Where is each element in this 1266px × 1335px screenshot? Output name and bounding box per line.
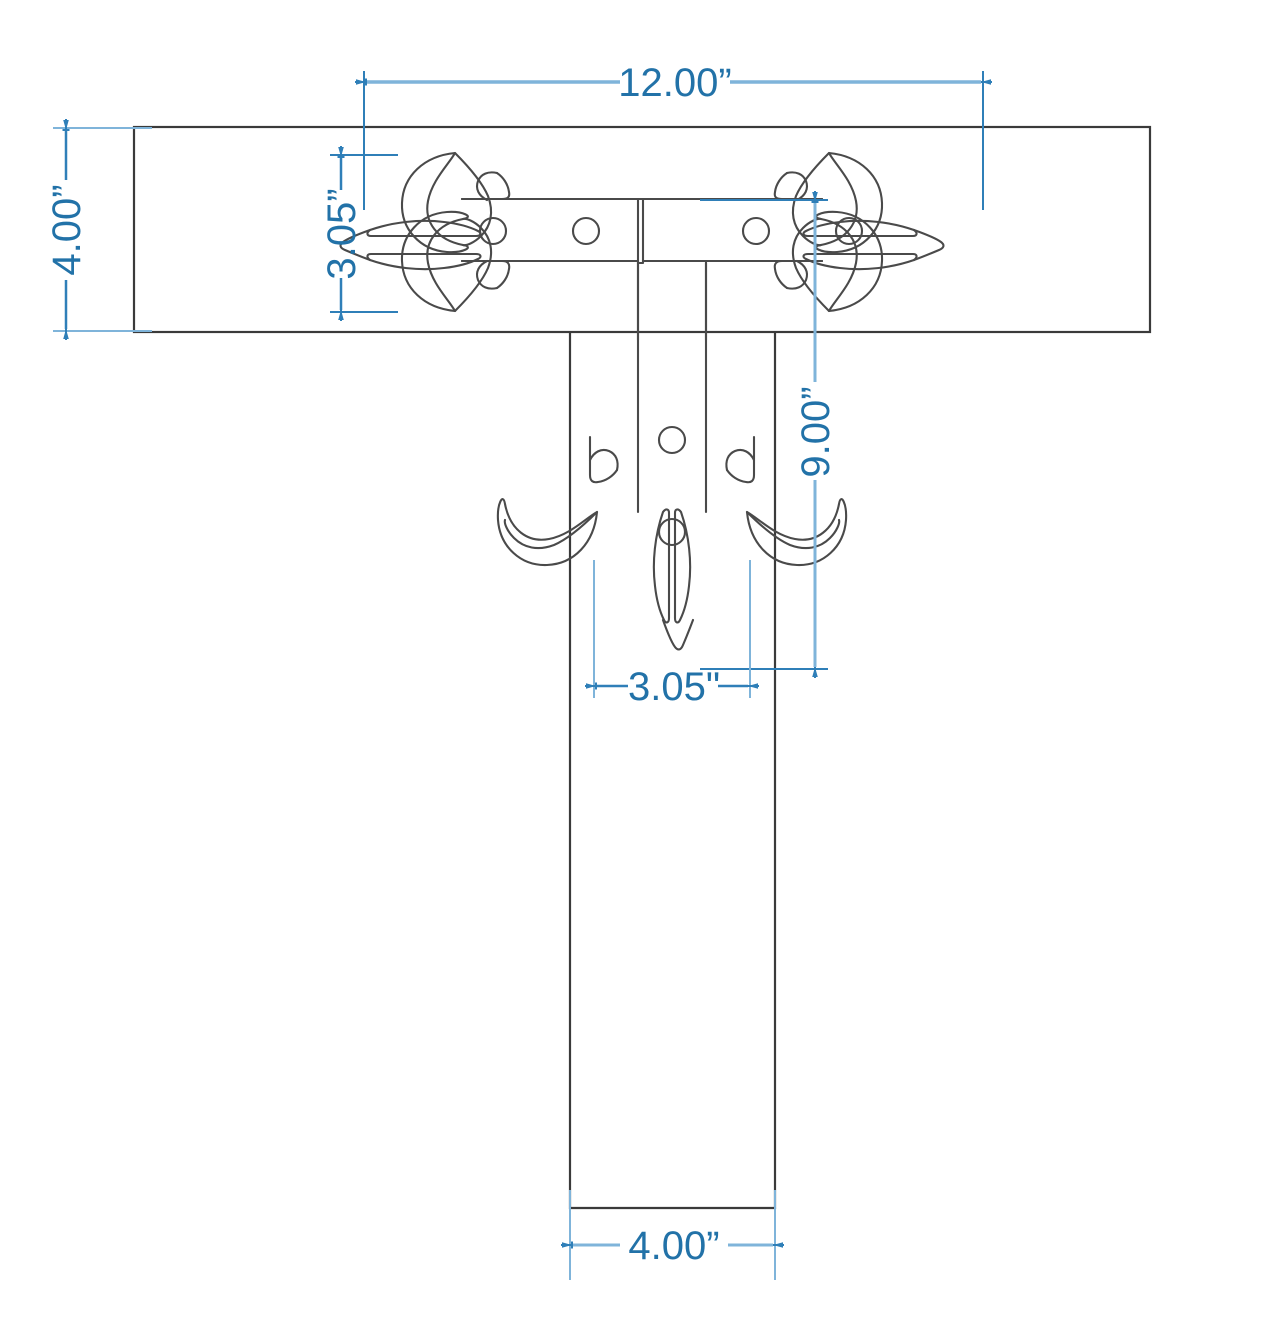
- ornament-right-spear-leaf-lower: [912, 228, 945, 262]
- hole-4: [834, 216, 864, 246]
- ornament-bottom-right-inner-hook: [725, 435, 756, 484]
- ornament-left-lower-inner-hook: [460, 259, 511, 290]
- ornament-bottom-spear-tip: [661, 618, 695, 651]
- fleur-de-lis-ornament-left: [339, 151, 511, 313]
- ornament-left-spear-leaf: [366, 219, 482, 238]
- ornament-left-lower-hook: [453, 217, 493, 313]
- dimension-label-9: 9.00”: [794, 386, 838, 477]
- ornament-left-spear-leaf-lower: [339, 228, 372, 262]
- dimension-board-width-top: 12.00”: [355, 61, 992, 210]
- horizontal-board-outline: [132, 125, 1152, 334]
- dimension-label-305-height: 3.05”: [320, 188, 364, 279]
- dimension-label-305-width: 3.05": [628, 665, 720, 709]
- dimension-board-width-bottom: 4.00”: [561, 1190, 784, 1280]
- horizontal-strap-lower-right-edge: [704, 259, 824, 342]
- ornament-bottom-left-curl: [496, 498, 599, 567]
- strap-hinge-hardware: [339, 151, 945, 651]
- dimension-ornament-width-bottom: 3.05": [585, 560, 759, 709]
- ornament-right-lower-curl: [815, 210, 884, 313]
- ornament-right-upper-curl: [815, 151, 884, 254]
- ornament-left-upper-inner-hook: [460, 171, 511, 201]
- ornament-right-upper-inner-hook-2: [785, 171, 809, 202]
- ornament-right-lower-inner-hook: [773, 259, 824, 290]
- hole-3: [741, 216, 771, 246]
- dimension-label-4-height: 4.00”: [45, 184, 89, 275]
- hole-1: [478, 216, 508, 246]
- dimension-label-12: 12.00”: [618, 61, 731, 105]
- ornament-left-upper-inner-hook-2: [475, 171, 499, 202]
- ornament-left-lower-inner-hook-2: [475, 259, 499, 290]
- ornament-right-upper-inner-hook: [773, 171, 824, 201]
- ornament-bottom-left-inner-hook-2: [588, 448, 619, 472]
- hole-6: [657, 517, 687, 547]
- ornament-right-lower-inner-hook-2: [785, 259, 809, 290]
- ornament-right-spear-leaf-lower2: [802, 252, 918, 271]
- ornament-bottom-spear-leaf-right: [673, 508, 692, 624]
- fleur-de-lis-ornament-bottom: [496, 435, 848, 651]
- dimension-strap-length-vertical: 9.00”: [700, 191, 838, 678]
- ornament-left-spear-leaf-lower2: [366, 252, 482, 271]
- ornament-left-lower-curl: [400, 210, 469, 313]
- hole-5: [657, 425, 687, 455]
- dimension-board-height-left: 4.00”: [45, 119, 152, 340]
- dimension-ornament-height-left: 3.05”: [320, 146, 398, 321]
- hole-2: [571, 216, 601, 246]
- fastener-holes: [478, 216, 864, 547]
- ornament-bottom-right-hook: [745, 510, 841, 550]
- ornament-bottom-right-curl: [745, 498, 848, 567]
- ornament-bottom-left-hook: [503, 510, 599, 550]
- ornament-left-upper-curl: [400, 151, 469, 254]
- board-outlines: [132, 125, 1152, 1210]
- horizontal-strap-lower-left-edge: [460, 259, 640, 342]
- ornament-bottom-left-inner-hook: [588, 435, 619, 484]
- ornament-right-spear-leaf: [802, 219, 918, 238]
- dimension-label-4-width: 4.00”: [628, 1224, 719, 1268]
- vertical-board-outline: [568, 332, 777, 1210]
- ornament-bottom-right-inner-hook-2: [725, 448, 756, 472]
- fleur-de-lis-ornament-right: [773, 151, 945, 313]
